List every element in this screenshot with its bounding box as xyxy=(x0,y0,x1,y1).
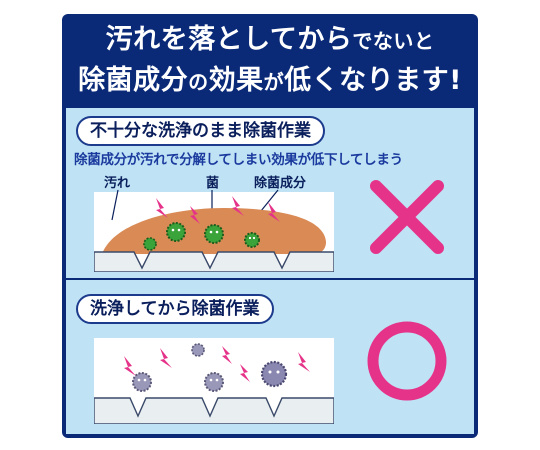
germ-gray-1 xyxy=(132,372,152,392)
headline: 汚れを落としてからでないと 除菌成分の効果が低くなります! xyxy=(62,20,478,102)
agent-bolt-4 xyxy=(268,202,280,222)
panel-bad-description: 除菌成分が汚れで分解してしまい効果が低下してしまう xyxy=(74,152,403,168)
label-dirt: 汚れ xyxy=(104,176,131,191)
panel-good-title: 洗浄してから除菌作業 xyxy=(76,294,274,324)
result-cross-icon xyxy=(370,180,444,254)
headline-line-1-main: 汚れを落としてから xyxy=(105,24,353,55)
headline-line-2-part-c: 効果 xyxy=(208,65,264,96)
surface-grooves xyxy=(94,251,334,272)
agent-bolt-2 xyxy=(232,196,244,216)
panel-clean-then-disinfect: 洗浄してから除菌作業 xyxy=(66,280,474,434)
surface-grooves xyxy=(94,397,334,424)
label-germ: 菌 xyxy=(206,176,220,191)
headline-line-1: 汚れを落としてからでないと xyxy=(62,20,478,61)
agent-bolt-4 xyxy=(240,364,250,382)
headline-line-2-part-a: 除菌成分 xyxy=(78,65,189,96)
germ-gray-3 xyxy=(260,360,288,388)
germ-green-1 xyxy=(166,222,186,242)
result-circle-icon xyxy=(367,321,447,401)
agent-bolt-1 xyxy=(124,356,136,376)
agent-bolt-5 xyxy=(298,352,310,372)
germ-gray-4 xyxy=(191,343,205,357)
pointer-dirt xyxy=(111,189,119,221)
agent-bolt-1 xyxy=(156,198,168,218)
agent-bolt-2 xyxy=(160,348,172,368)
headline-line-2-part-d: が xyxy=(263,70,285,94)
germ-green-4 xyxy=(143,237,157,251)
germ-green-3 xyxy=(244,232,260,248)
scene-dirty-surface: 汚れ 菌 除菌成分 xyxy=(94,172,334,272)
germ-gray-2 xyxy=(204,372,224,392)
panel-insufficient-cleaning: 不十分な洗浄のまま除菌作業 除菌成分が汚れで分解してしまい効果が低下してしまう … xyxy=(66,108,474,278)
headline-line-2-part-e: 低くなります! xyxy=(284,65,462,96)
headline-line-2-part-b: の xyxy=(188,70,209,94)
headline-line-1-tail: でないと xyxy=(352,29,435,53)
agent-bolt-3 xyxy=(222,346,232,364)
label-agent: 除菌成分 xyxy=(254,176,307,191)
panel-bad-title: 不十分な洗浄のまま除菌作業 xyxy=(76,116,325,146)
agent-bolt-3 xyxy=(190,206,200,224)
headline-line-2: 除菌成分の効果が低くなります! xyxy=(62,61,478,102)
germ-green-2 xyxy=(204,224,224,244)
dirty-surface-illustration xyxy=(94,189,334,272)
clean-surface-illustration xyxy=(94,338,334,424)
